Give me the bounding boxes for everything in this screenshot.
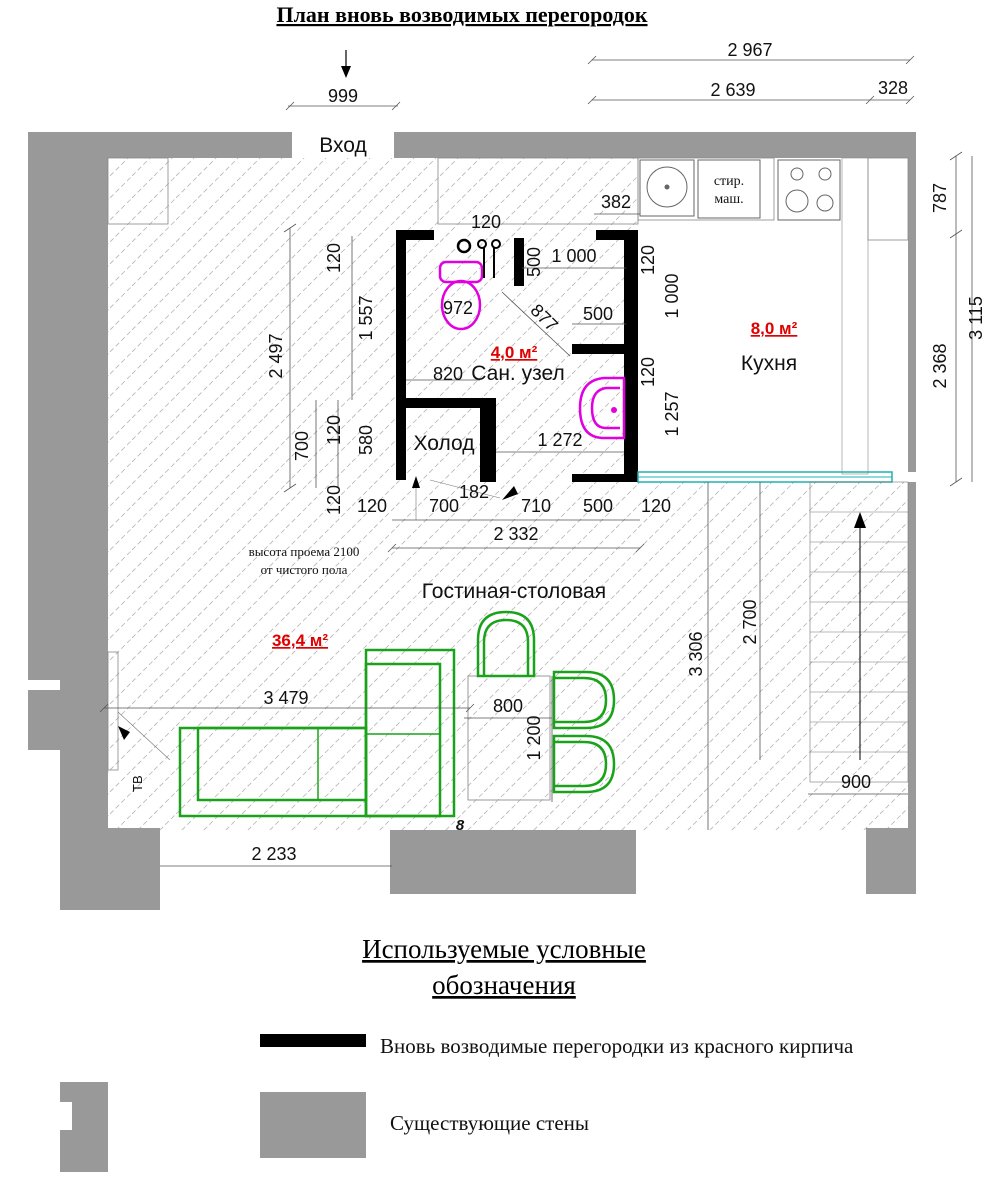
dim-120-f: 120 (641, 496, 671, 516)
cold-room-label: Холод (414, 432, 475, 455)
dim-3306: 3 306 (686, 631, 706, 676)
dim-710: 710 (521, 496, 551, 516)
dim-2700: 2 700 (740, 599, 760, 644)
new-walls (396, 230, 638, 482)
dim-787: 787 (930, 183, 950, 213)
dim-2332: 2 332 (493, 524, 538, 544)
legend-title-2: обозначения (432, 970, 576, 1000)
dim-1272: 1 272 (537, 430, 582, 450)
opening-note-2: от чистого пола (261, 562, 348, 577)
entrance-arrow-icon (341, 50, 351, 78)
dim-900: 900 (841, 772, 871, 792)
shower-icon (456, 238, 501, 278)
living-room-label: Гостиная-столовая (422, 580, 606, 603)
chair-right-1 (552, 670, 616, 730)
washing-machine-icon: стир. маш. (697, 159, 761, 219)
counters (107, 157, 909, 475)
dim-120-left: 120 (324, 243, 344, 273)
dim-3115: 3 115 (966, 296, 986, 340)
dim-2967: 2 967 (727, 40, 772, 60)
kitchen-floor (638, 158, 908, 476)
living-area-label: 36,4 м² (272, 631, 328, 650)
dim-2639: 2 639 (710, 80, 755, 100)
legend-new-wall-swatch (260, 1034, 366, 1047)
kitchen-sink-icon (639, 159, 695, 217)
window-strip (637, 471, 893, 483)
sofa (178, 648, 456, 818)
dim-1257: 1 257 (662, 391, 682, 436)
dim-1200: 1 200 (524, 715, 544, 760)
washer-label-2: маш. (714, 192, 743, 207)
dim-120-c: 120 (324, 415, 344, 445)
dim-580: 580 (356, 425, 376, 455)
bathroom-label: Сан. узел (471, 362, 564, 385)
existing-walls (28, 132, 916, 910)
toilet-icon (438, 260, 484, 331)
mark-8: 8 (456, 817, 465, 834)
dim-800: 800 (493, 696, 523, 716)
stove-icon (777, 159, 841, 221)
staircase (809, 481, 909, 783)
dim-972: 972 (443, 298, 473, 318)
tv-unit (107, 651, 171, 771)
chair-top (476, 610, 536, 678)
dim-1000-v: 1 000 (662, 273, 682, 318)
dim-120-e: 120 (357, 496, 387, 516)
chair-right-2 (552, 734, 616, 794)
dim-500-v: 500 (524, 247, 544, 277)
dim-120-top: 120 (471, 212, 501, 232)
legend-title-1: Используемые условные (362, 934, 646, 964)
dim-1557: 1 557 (356, 295, 376, 340)
dim-3479: 3 479 (263, 688, 308, 708)
dim-120-b: 120 (638, 357, 658, 387)
kitchen-label: Кухня (741, 352, 797, 375)
dim-1000-h: 1 000 (551, 246, 596, 266)
dim-2233: 2 233 (251, 844, 296, 864)
entrance-label: Вход (319, 134, 367, 157)
dim-700-v: 700 (292, 431, 312, 461)
dim-182: 182 (459, 482, 489, 502)
door-arrows (412, 476, 518, 520)
floor-hatch (108, 158, 908, 830)
tv-label: ТВ (130, 775, 145, 792)
legend-wall-corner-icon (60, 1082, 108, 1172)
dim-2368: 2 368 (930, 343, 950, 388)
dim-700-h: 700 (429, 496, 459, 516)
washbasin-icon (578, 376, 626, 440)
dim-328: 328 (878, 78, 908, 98)
page-title: План вновь возводимых перегородок (276, 2, 647, 27)
dim-820: 820 (433, 364, 463, 384)
kitchen-area-label: 8,0 м² (751, 319, 798, 338)
dim-500-h: 500 (583, 304, 613, 324)
bathroom-area-label: 4,0 м² (491, 343, 538, 362)
legend-existing-wall-swatch (260, 1092, 366, 1158)
opening-note-1: высота проема 2100 (249, 544, 360, 559)
dim-500-b: 500 (583, 496, 613, 516)
dim-999: 999 (328, 86, 358, 106)
dim-120-a: 120 (638, 245, 658, 275)
washer-label-1: стир. (714, 174, 744, 189)
dim-2497: 2 497 (266, 333, 286, 378)
legend-existing-walls: Существующие стены (390, 1111, 589, 1135)
dimension-lines (99, 55, 973, 867)
legend-new-walls: Вновь возводимые перегородки из красного… (380, 1034, 854, 1058)
dim-120-d: 120 (324, 485, 344, 515)
dim-382: 382 (601, 192, 631, 212)
